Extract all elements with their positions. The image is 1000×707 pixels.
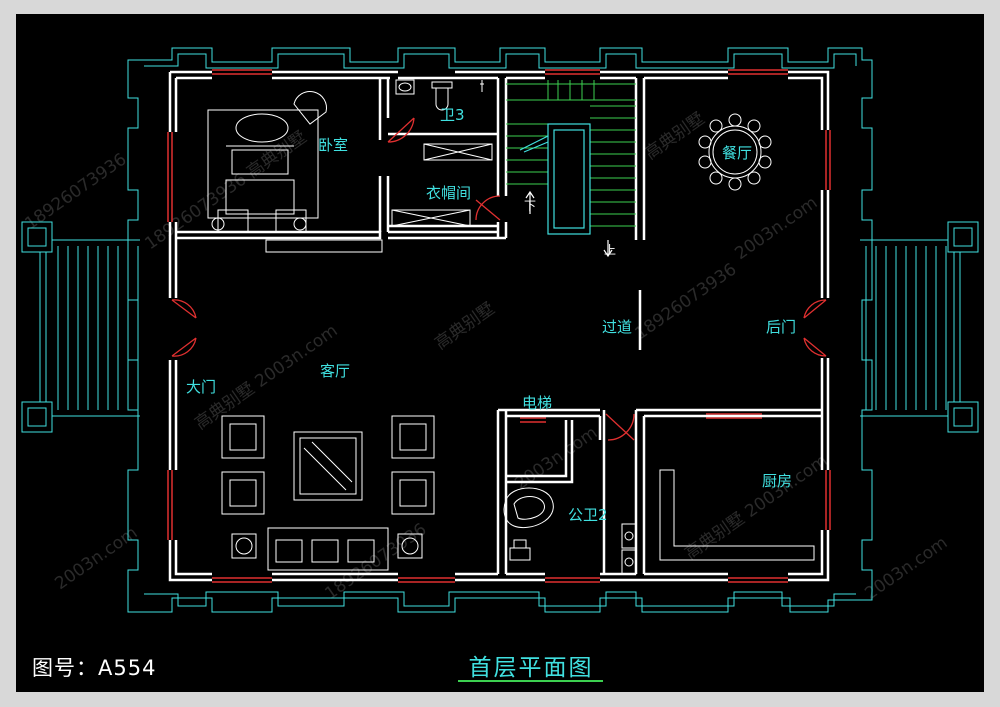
label-kitchen: 厨房 [762,472,792,490]
watermark: 2003n.com [511,423,601,494]
watermark: 2003n.com [731,193,821,264]
watermark-layer: 18926073936 2003n.com 高典别墅 2003n.com 189… [21,109,951,604]
label-stair-down: 下 [524,199,536,213]
windows [167,69,831,583]
label-toilet2: 公卫2 [568,506,608,524]
walls [168,70,830,582]
label-elevator: 电梯 [522,394,552,412]
label-stair-up: 上 [604,243,616,257]
right-terrace [860,221,979,433]
label-toilet3: 卫3 [440,106,465,124]
watermark: 18926073936 [21,149,130,234]
dining-table [698,113,772,191]
watermark: 高典别墅 [641,109,708,164]
plan-title-underline [458,680,603,682]
toilet2-fixtures [503,487,637,575]
watermark: 18926073936 [631,259,740,344]
plan-title: 首层平面图 [468,655,594,681]
label-cloakroom: 衣帽间 [426,184,471,202]
label-corridor: 过道 [602,318,632,336]
doors [171,117,827,441]
watermark: 高典别墅 2003n.com [681,451,831,564]
label-dining: 餐厅 [722,144,752,162]
wardrobe [391,143,493,227]
stair-core [519,123,613,258]
label-bedroom: 卧室 [318,136,348,154]
label-front-door: 大门 [186,378,216,396]
exterior-outline [127,47,873,613]
watermark: 2003n.com [861,533,951,604]
bed [207,91,383,253]
room-labels: 卧室 卫3 衣帽间 餐厅 过道 后门 客厅 大门 电梯 公卫2 厨房 下 上 [186,106,796,524]
staircase [506,80,636,227]
drawing-number: 图号：A554 [32,656,157,680]
kitchen-counter [659,469,815,561]
watermark: 高典别墅 [431,299,498,354]
label-living: 客厅 [320,362,350,380]
left-terrace [21,221,140,433]
label-back-door: 后门 [766,318,796,336]
toilet3-fixtures [395,79,484,111]
sofa-set [221,415,435,571]
